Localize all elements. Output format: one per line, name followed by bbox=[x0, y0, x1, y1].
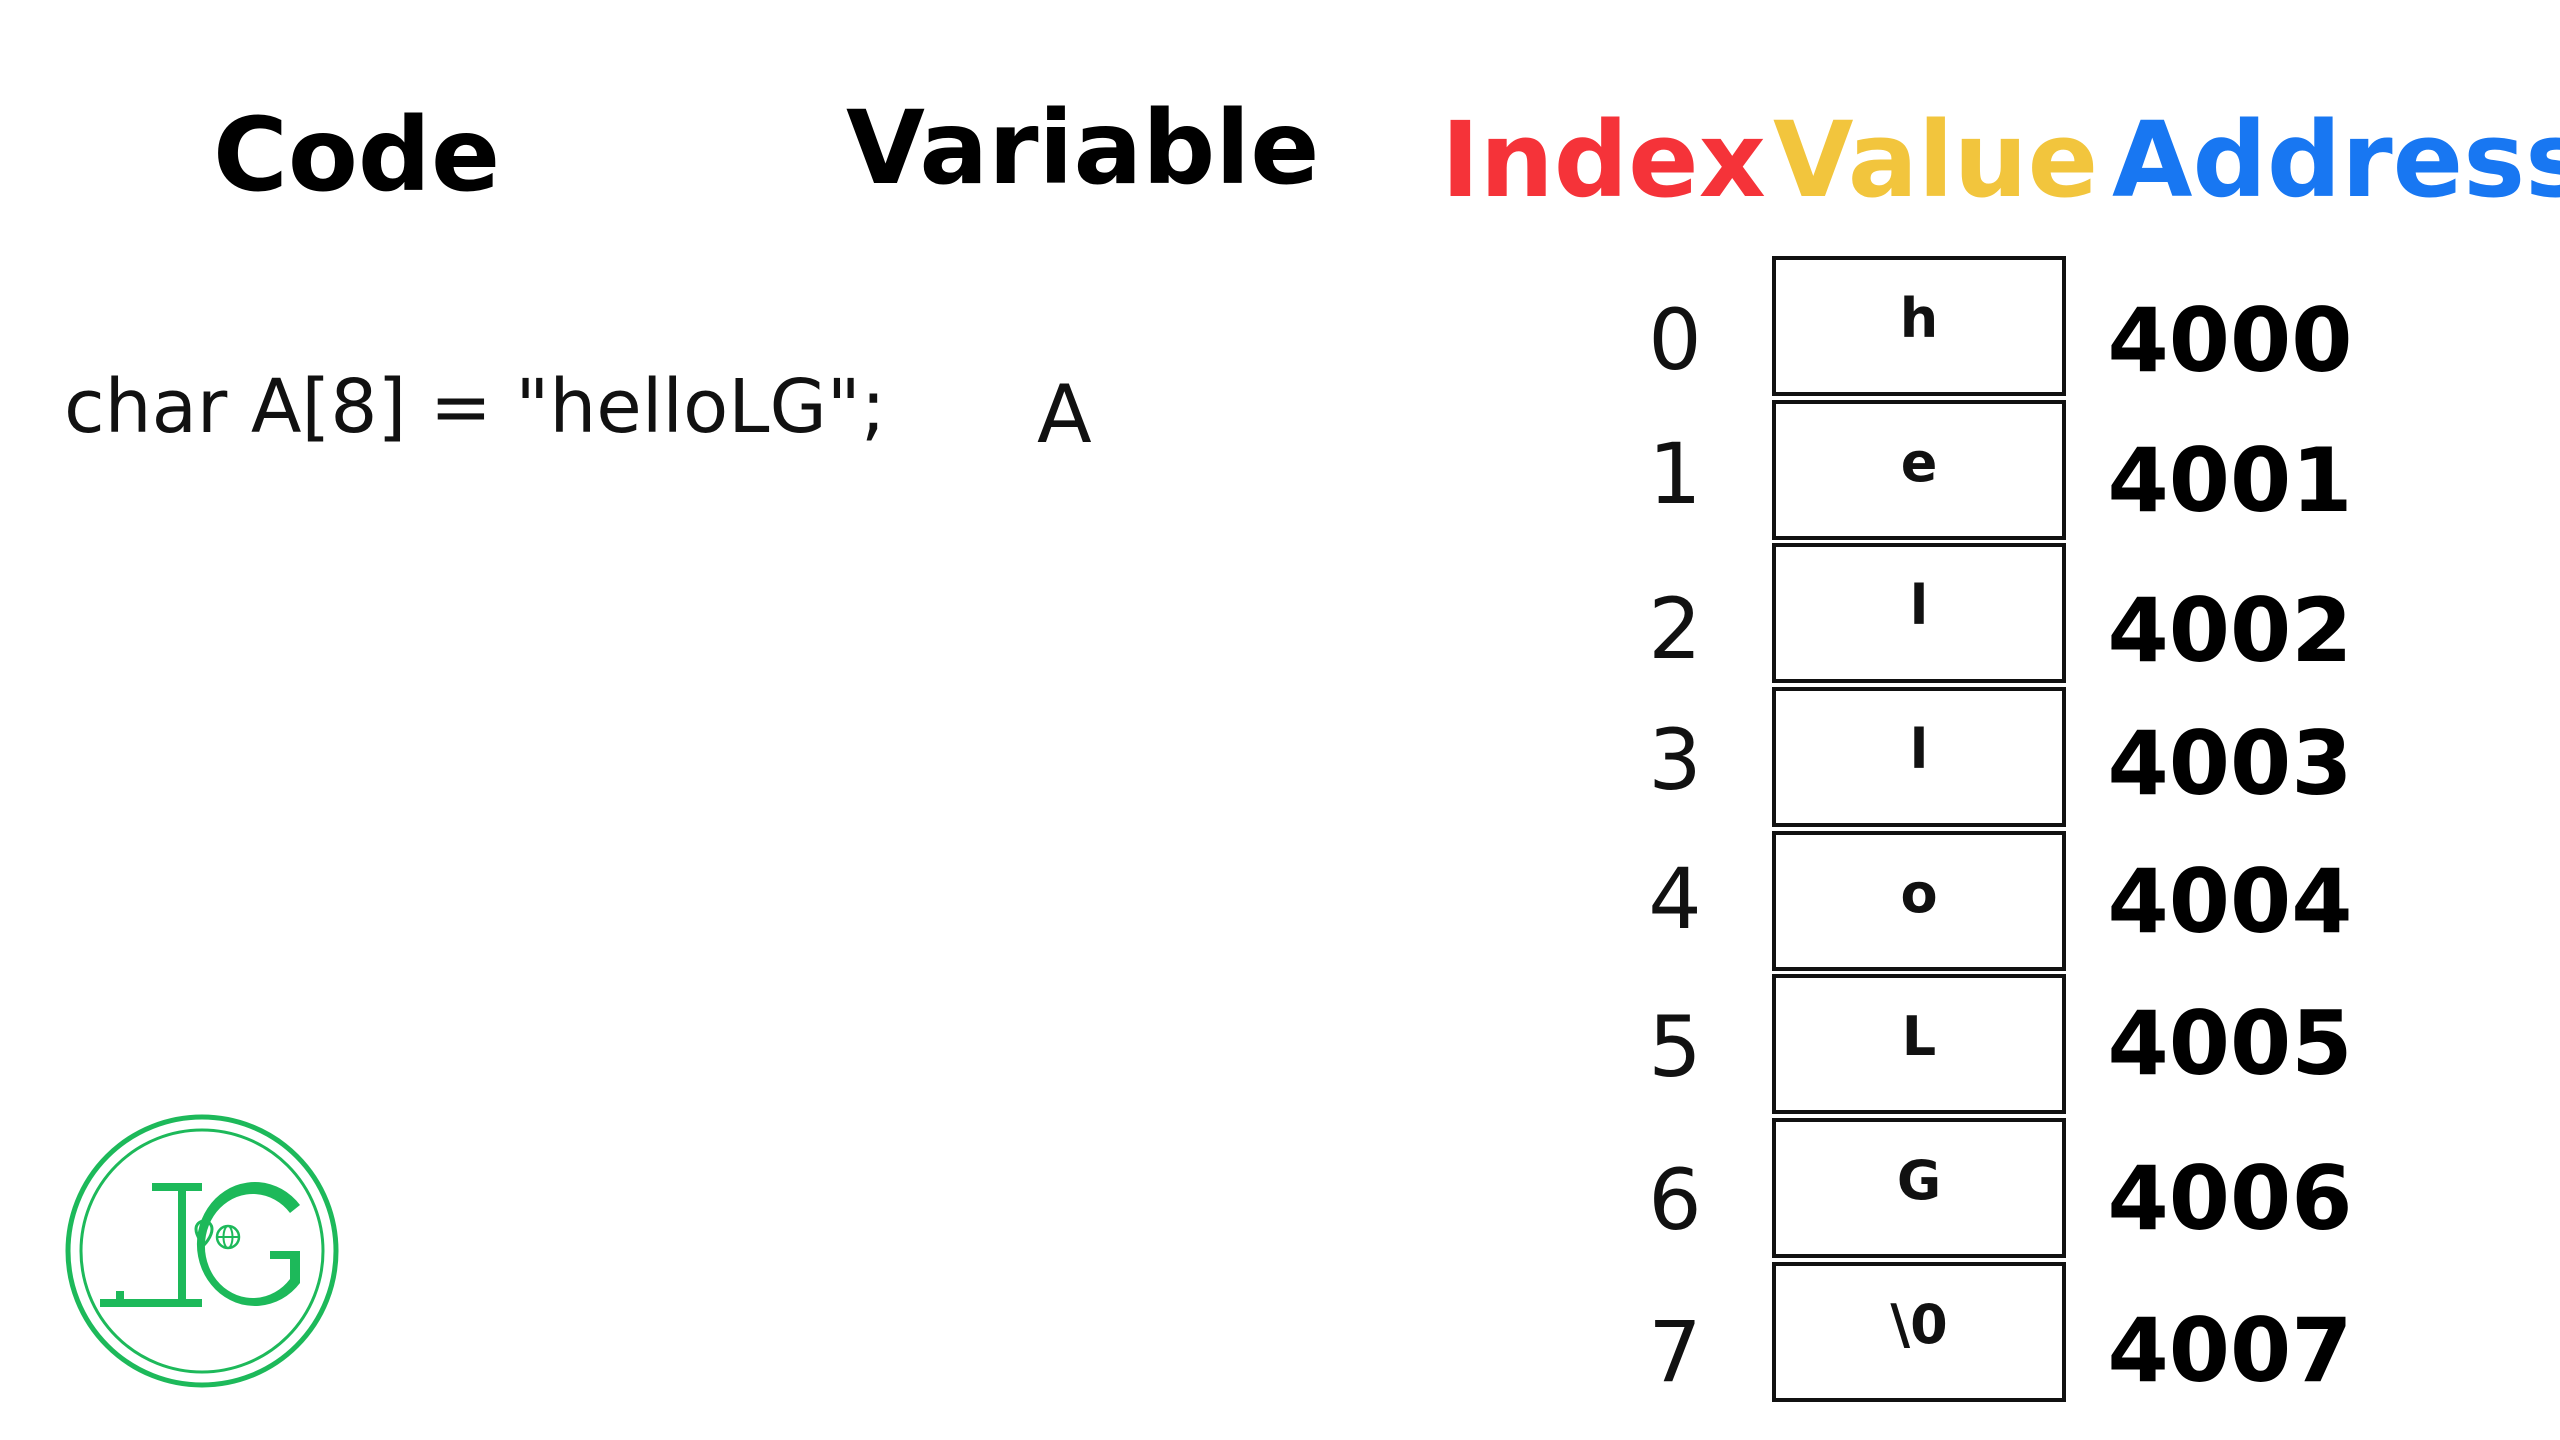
cell-value: G bbox=[1896, 1149, 1942, 1212]
memory-cell: o bbox=[1772, 831, 2066, 971]
memory-cell: G bbox=[1772, 1118, 2066, 1258]
memory-cell: L bbox=[1772, 974, 2066, 1114]
cell-value: o bbox=[1900, 862, 1938, 925]
index-label: 1 bbox=[1648, 425, 1702, 523]
value-heading: Value bbox=[1773, 99, 2099, 221]
memory-cell: h bbox=[1772, 256, 2066, 396]
code-line: char A[8] = "helloLG"; bbox=[64, 364, 886, 450]
memory-cell: e bbox=[1772, 400, 2066, 540]
address-label: 4007 bbox=[2107, 1299, 2353, 1402]
cell-value: h bbox=[1899, 287, 1939, 350]
cell-value: l bbox=[1909, 718, 1929, 781]
address-heading: Address bbox=[2112, 99, 2560, 221]
address-label: 4001 bbox=[2107, 429, 2353, 532]
cell-value: e bbox=[1900, 431, 1938, 494]
index-heading: Index bbox=[1441, 99, 1766, 221]
memory-cell: \0 bbox=[1772, 1262, 2066, 1402]
cell-value: L bbox=[1901, 1005, 1937, 1068]
cell-value: l bbox=[1909, 574, 1929, 637]
index-label: 7 bbox=[1648, 1303, 1702, 1401]
memory-cell: l bbox=[1772, 687, 2066, 827]
address-label: 4005 bbox=[2107, 992, 2353, 1095]
code-heading: Code bbox=[213, 96, 501, 215]
index-label: 2 bbox=[1648, 580, 1702, 678]
lg-logo-icon bbox=[65, 1114, 339, 1388]
address-label: 4002 bbox=[2107, 579, 2353, 682]
address-label: 4000 bbox=[2107, 289, 2353, 392]
address-label: 4006 bbox=[2107, 1147, 2353, 1250]
address-label: 4004 bbox=[2107, 850, 2353, 953]
index-label: 4 bbox=[1648, 850, 1702, 948]
index-label: 5 bbox=[1648, 998, 1702, 1096]
address-label: 4003 bbox=[2107, 712, 2353, 815]
index-label: 6 bbox=[1648, 1151, 1702, 1249]
index-label: 0 bbox=[1648, 291, 1702, 389]
cell-value: \0 bbox=[1890, 1293, 1948, 1356]
variable-name: A bbox=[1037, 368, 1092, 461]
variable-heading: Variable bbox=[846, 89, 1320, 208]
index-label: 3 bbox=[1648, 711, 1702, 809]
memory-cell: l bbox=[1772, 543, 2066, 683]
